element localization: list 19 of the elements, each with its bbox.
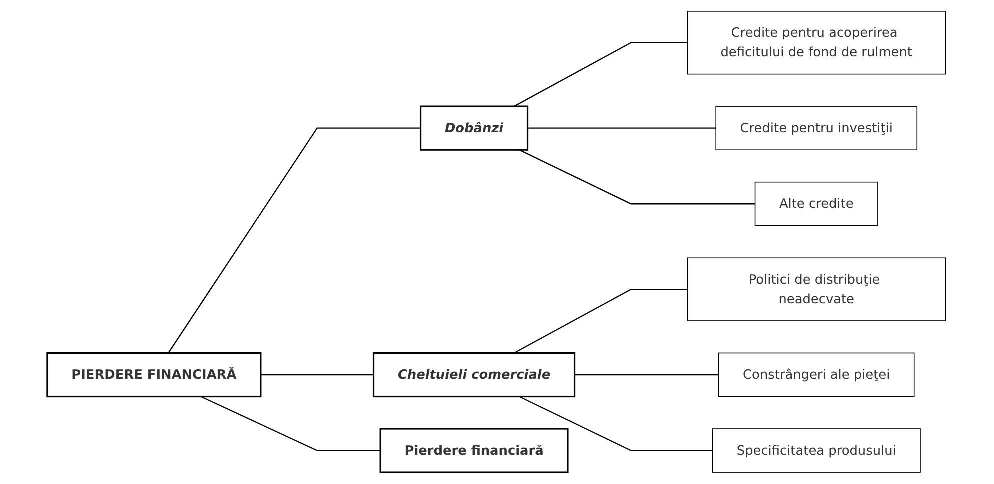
connector (520, 150, 756, 205)
connector (528, 128, 717, 129)
connector (261, 374, 374, 376)
connector (514, 42, 688, 108)
connector (575, 374, 720, 376)
node-box: Dobânzi (420, 106, 530, 151)
node-box: Specificitatea produsului (712, 428, 922, 473)
node-box: Credite pentru acoperirea deficitului de fond de rulment (688, 11, 946, 75)
node-box: Pierdere financiară (380, 428, 570, 474)
node-box: Constrângeri ale pieţei (718, 352, 916, 398)
node-box: Cheltuieli comerciale (373, 352, 576, 398)
connector (520, 396, 714, 452)
connector (514, 288, 688, 354)
node-box: Politici de distribuţie neadecvate (688, 258, 946, 322)
node-box: Credite pentru investiţii (716, 106, 918, 150)
node-box: PIERDERE FINANCIARĂ (47, 352, 262, 398)
connector (201, 396, 382, 452)
connector (168, 128, 422, 354)
node-box: Alte credite (755, 182, 879, 226)
